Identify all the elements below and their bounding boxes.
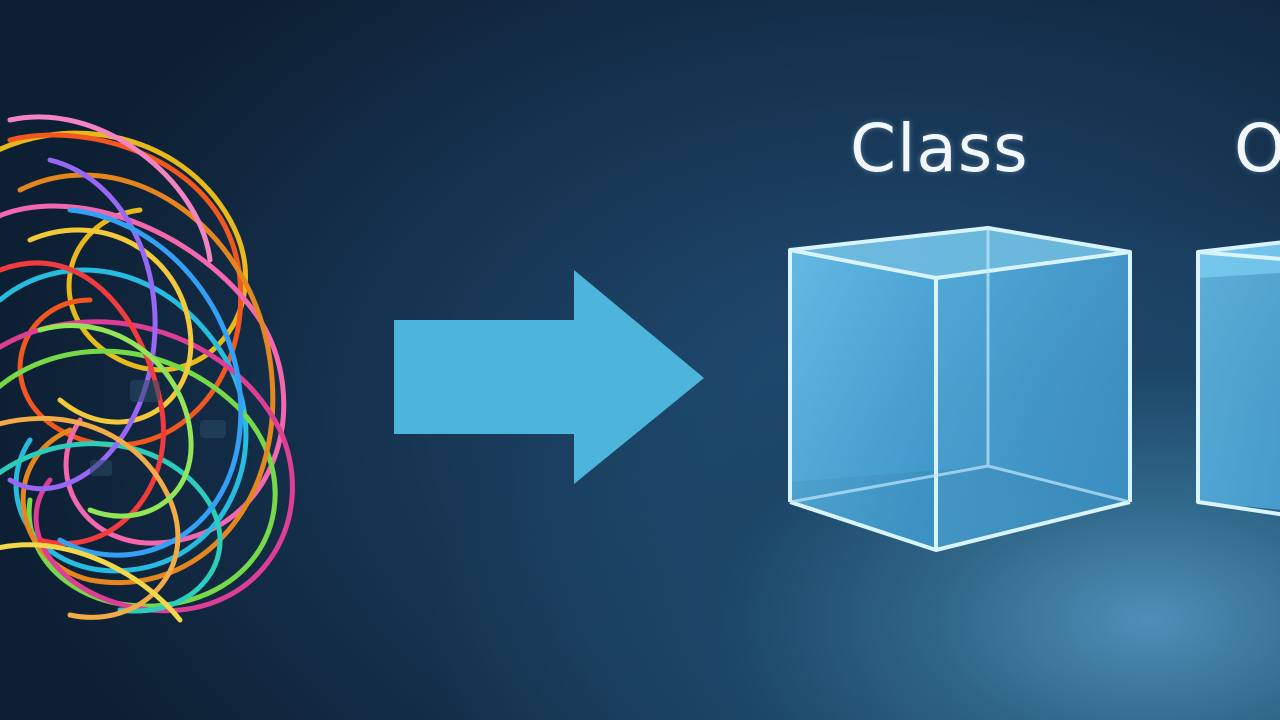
tangled-wires-icon <box>0 114 295 623</box>
object-label-clip: Object <box>1234 100 1280 200</box>
right-arrow-icon <box>394 270 704 484</box>
object-cube-icon <box>1196 240 1280 517</box>
object-label: Object <box>1234 110 1280 187</box>
class-cube-icon <box>788 226 1132 552</box>
class-label: Class <box>850 110 1029 187</box>
arrow-shape <box>394 270 704 484</box>
